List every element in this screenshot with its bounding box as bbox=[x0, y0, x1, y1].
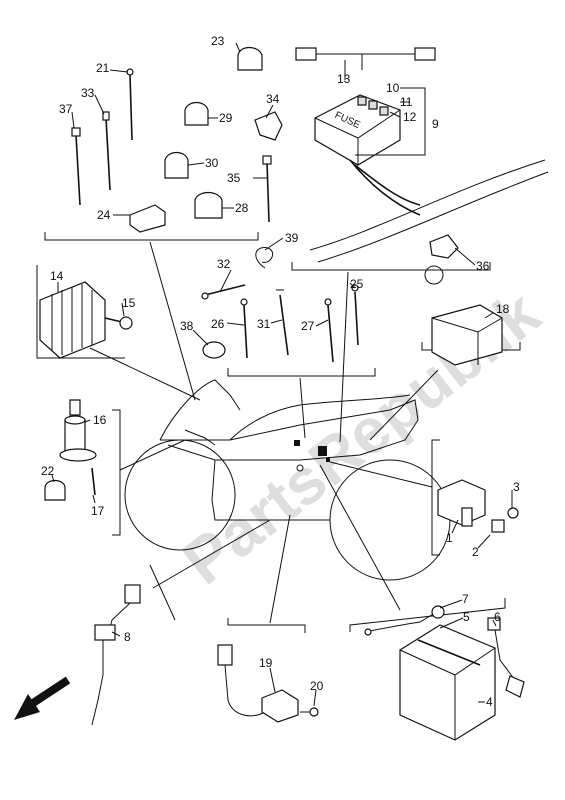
callout-10: 10 bbox=[386, 81, 400, 95]
callout-36: 36 bbox=[476, 259, 490, 273]
callout-21: 21 bbox=[96, 61, 110, 75]
callout-38: 38 bbox=[180, 319, 194, 333]
callout-7: 7 bbox=[462, 592, 469, 606]
callout-19: 19 bbox=[259, 656, 273, 670]
sidestand-switch bbox=[217, 644, 319, 723]
callout-33: 33 bbox=[81, 86, 95, 100]
battery-assembly bbox=[364, 605, 525, 741]
callout-18: 18 bbox=[496, 302, 510, 316]
callout-22: 22 bbox=[41, 464, 55, 478]
lower-left-bracket bbox=[149, 564, 176, 621]
fuse-box-assembly: FUSE bbox=[295, 47, 549, 263]
callout-23: 23 bbox=[211, 34, 225, 48]
left-reg-bracket bbox=[36, 265, 125, 359]
callout-9: 9 bbox=[432, 117, 439, 131]
small-parts-middle bbox=[201, 234, 459, 363]
middle-group-bracket bbox=[227, 368, 376, 377]
motorcycle-outline bbox=[124, 379, 451, 581]
lower-mid-bracket bbox=[227, 618, 306, 633]
callout-37: 37 bbox=[59, 102, 73, 116]
top-right-group-bracket bbox=[291, 262, 491, 271]
callout-28: 28 bbox=[235, 201, 249, 215]
front-direction-arrow-icon bbox=[14, 676, 71, 720]
callout-24: 24 bbox=[97, 208, 111, 222]
callout-leaders bbox=[51, 42, 513, 707]
control-unit-box bbox=[431, 304, 503, 366]
callout-32: 32 bbox=[217, 257, 231, 271]
callout-6: 6 bbox=[494, 610, 501, 624]
callout-26: 26 bbox=[211, 317, 225, 331]
leader-lines bbox=[89, 241, 439, 624]
right-relay-bracket bbox=[431, 439, 440, 556]
callout-3: 3 bbox=[513, 480, 520, 494]
callout-8: 8 bbox=[124, 630, 131, 644]
callout-12: 12 bbox=[403, 110, 417, 124]
callout-2: 2 bbox=[472, 545, 479, 559]
callout-25: 25 bbox=[350, 277, 364, 291]
main-switch bbox=[44, 399, 97, 501]
callout-30: 30 bbox=[205, 156, 219, 170]
left-switch-bracket bbox=[112, 409, 121, 536]
callout-15: 15 bbox=[122, 296, 136, 310]
small-parts-top-left bbox=[71, 46, 283, 233]
callout-11: 11 bbox=[400, 95, 413, 109]
callout-35: 35 bbox=[227, 171, 241, 185]
callout-20: 20 bbox=[310, 679, 324, 693]
lower-right-bracket bbox=[349, 598, 506, 632]
top-left-group-bracket bbox=[44, 232, 259, 241]
neutral-switch-lead bbox=[91, 584, 141, 726]
callout-14: 14 bbox=[50, 269, 64, 283]
callout-13: 13 bbox=[337, 72, 351, 86]
callout-5: 5 bbox=[463, 610, 470, 624]
callout-31: 31 bbox=[257, 317, 271, 331]
callout-29: 29 bbox=[219, 111, 233, 125]
callout-1: 1 bbox=[446, 531, 453, 545]
regulator-rectifier bbox=[39, 281, 133, 359]
callout-16: 16 bbox=[93, 413, 107, 427]
callout-27: 27 bbox=[301, 319, 315, 333]
callout-labels: 23 21 33 37 29 34 30 35 28 24 13 10 11 1… bbox=[41, 34, 520, 709]
starter-relay bbox=[437, 479, 519, 533]
callout-4: 4 bbox=[486, 695, 493, 709]
callout-17: 17 bbox=[91, 504, 105, 518]
callout-39: 39 bbox=[285, 231, 299, 245]
callout-34: 34 bbox=[266, 92, 280, 106]
